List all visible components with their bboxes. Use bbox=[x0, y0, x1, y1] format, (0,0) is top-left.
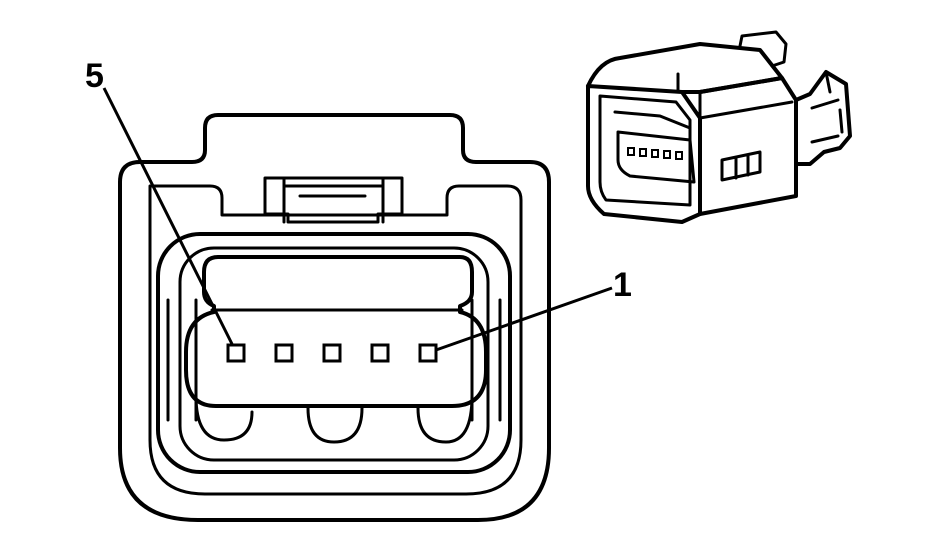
callout-leader-pin-5 bbox=[102, 87, 234, 345]
pin-4 bbox=[274, 343, 294, 363]
connector-outer-housing bbox=[118, 113, 551, 522]
terminal-insert-body bbox=[184, 255, 488, 408]
pin-3 bbox=[322, 343, 342, 363]
pin-2 bbox=[370, 343, 390, 363]
iso-body-top bbox=[586, 42, 784, 94]
keying-bumps bbox=[194, 394, 474, 444]
pin-1 bbox=[418, 343, 438, 363]
iso-latch bbox=[738, 30, 788, 68]
cavity-wall-outer bbox=[156, 232, 512, 474]
connector-face-view bbox=[118, 113, 551, 522]
side-rib-left bbox=[166, 298, 198, 422]
locking-latch bbox=[263, 176, 404, 224]
iso-front-frame bbox=[586, 84, 702, 224]
terminal-pins bbox=[226, 343, 438, 363]
connector-isometric-view bbox=[586, 30, 852, 224]
callout-pin-1: 1 bbox=[613, 266, 632, 304]
callout-pin-5: 5 bbox=[85, 57, 104, 95]
iso-body-side bbox=[698, 76, 798, 216]
callout-leader-pin-1 bbox=[435, 286, 613, 352]
iso-terminal-insert bbox=[616, 130, 696, 184]
iso-rear-seal bbox=[794, 70, 852, 166]
iso-pins bbox=[627, 147, 683, 160]
pin-5 bbox=[226, 343, 246, 363]
iso-side-window bbox=[720, 150, 762, 182]
connector-housing-inner-contour bbox=[148, 184, 523, 496]
